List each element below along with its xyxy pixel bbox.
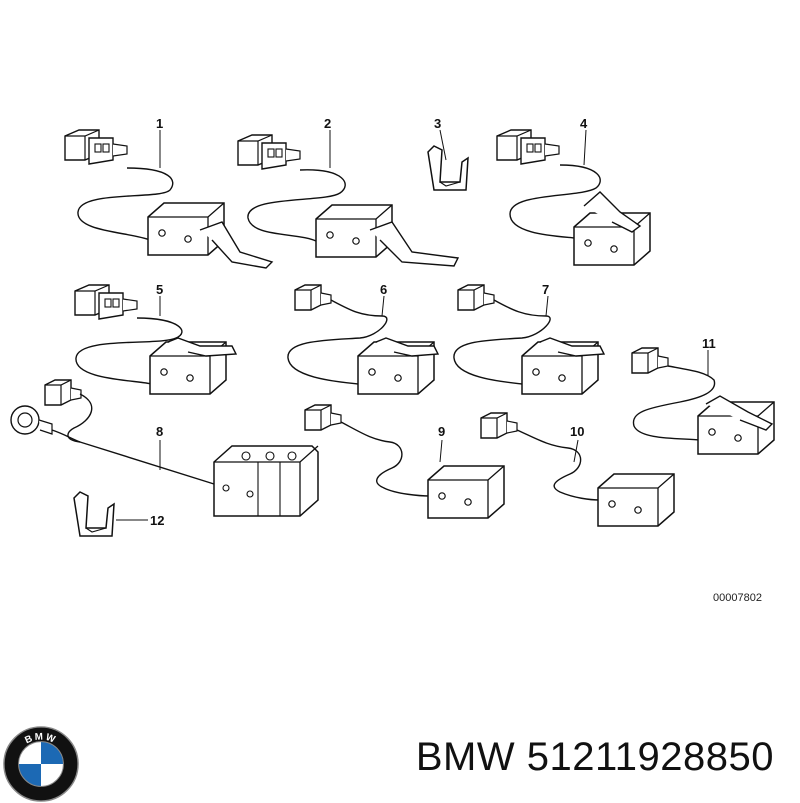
callout-2: 2 (324, 116, 331, 131)
bmw-logo: BMW (3, 726, 79, 802)
callout-3: 3 (434, 116, 441, 131)
callout-12: 12 (150, 513, 164, 528)
part-3-clip (427, 129, 469, 191)
svg-text:BMW: BMW (23, 731, 58, 746)
callout-10: 10 (570, 424, 584, 439)
part-11-switch-assembly (631, 347, 775, 455)
callout-4: 4 (580, 116, 588, 131)
part-8-switch-assembly (10, 379, 319, 517)
logo-text: BMW (23, 731, 56, 746)
part-9-switch-assembly (304, 404, 505, 519)
callout-9: 9 (438, 424, 445, 439)
part-12-clip (73, 491, 148, 537)
callout-1: 1 (156, 116, 163, 131)
brand-name: BMW (415, 735, 516, 779)
callout-5: 5 (156, 282, 163, 297)
part-1-switch-assembly (64, 129, 274, 269)
brand-part-number: BMW 51211928850 (416, 735, 774, 780)
callout-7: 7 (542, 282, 549, 297)
part-4-switch-assembly (496, 129, 651, 266)
callout-8: 8 (156, 424, 163, 439)
part-10-switch-assembly (480, 412, 675, 527)
part-2-switch-assembly (237, 130, 460, 267)
part-5-switch-assembly (74, 284, 238, 395)
part-7-switch-assembly (453, 284, 606, 395)
callout-6: 6 (380, 282, 387, 297)
part-number: 51211928850 (526, 735, 774, 779)
drawing-number: 00007802 (713, 592, 762, 604)
part-6-switch-assembly (287, 284, 440, 395)
callout-11: 11 (702, 336, 716, 351)
